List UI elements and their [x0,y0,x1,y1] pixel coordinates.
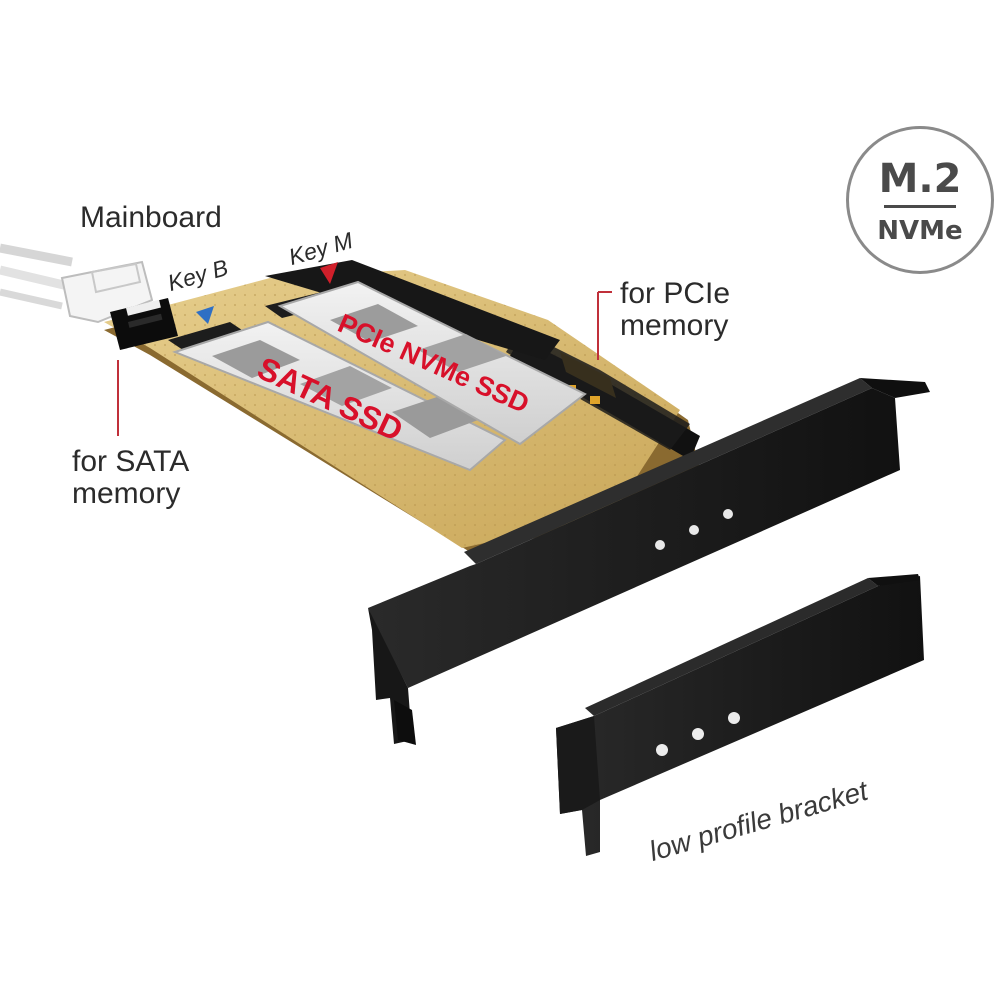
bracket-hole [656,744,668,756]
bracket-hole [692,728,704,740]
m2-nvme-badge: M.2 NVMe [846,126,994,274]
key-m-marker-icon [320,262,338,284]
badge-nvme-text: NVMe [877,216,963,246]
for-sata-label-line2: memory [72,477,181,510]
bracket-hole [655,540,665,550]
key-b-marker-icon [196,306,214,324]
callout-lines [117,291,612,436]
bracket-hole [728,712,740,724]
for-pcie-label-line2: memory [620,309,729,342]
badge-m2-text: M.2 [878,156,962,202]
low-profile-bracket [556,574,924,856]
mainboard-label: Mainboard [80,201,222,234]
for-sata-label-line1: for SATA [72,445,190,478]
badge-divider [884,205,956,208]
full-height-bracket [368,378,930,745]
bracket-hole [689,525,699,535]
for-pcie-label-line1: for PCIe [620,277,731,310]
bracket-hole [723,509,733,519]
